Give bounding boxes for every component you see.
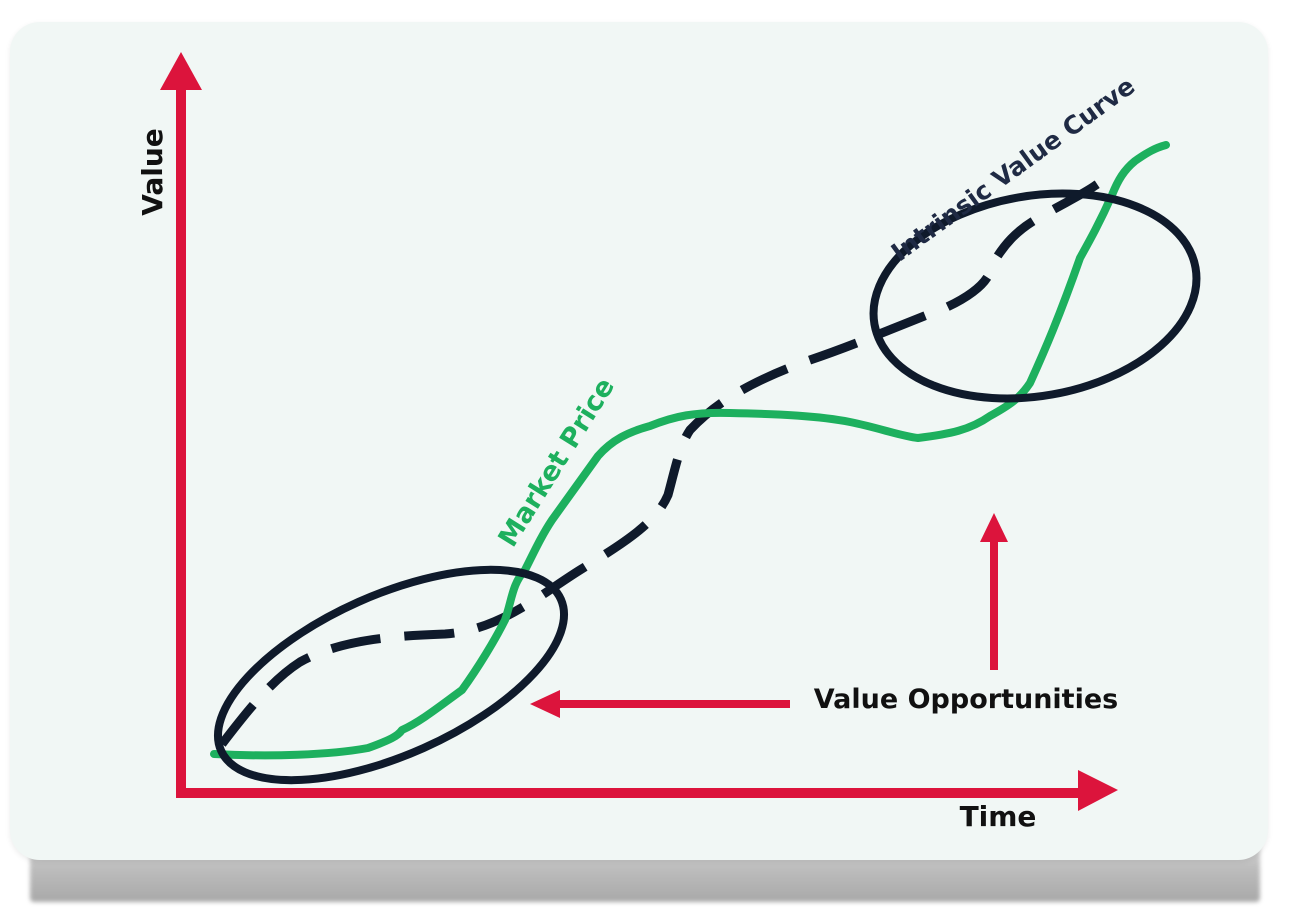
x-axis-label: Time xyxy=(960,800,1037,833)
callout-arrow-left-head xyxy=(530,690,560,718)
market-price-label: Market Price xyxy=(493,372,622,552)
callout-arrow-up-head xyxy=(980,513,1008,542)
y-axis-arrowhead xyxy=(160,52,202,90)
value-opportunities-label: Value Opportunities xyxy=(814,684,1118,715)
y-axis-label: Value xyxy=(136,128,169,216)
opportunity-ellipse-upper xyxy=(869,189,1201,403)
intrinsic-value-curve xyxy=(218,166,1111,747)
x-axis-arrowhead xyxy=(1078,770,1118,811)
opportunity-ellipse-lower xyxy=(213,565,569,785)
market-price-curve xyxy=(210,141,1170,760)
